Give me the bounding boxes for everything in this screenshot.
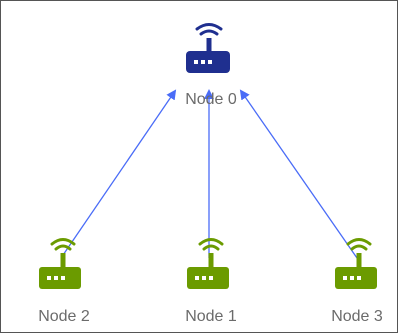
edge-node-3-to-node-0[interactable]: [239, 89, 358, 259]
node-3[interactable]: [329, 233, 389, 293]
router-icon: [39, 238, 81, 289]
node-2[interactable]: [33, 233, 93, 293]
node-1-label: Node 1: [185, 308, 237, 325]
router-icon: [335, 238, 377, 289]
router-icon: [186, 23, 230, 73]
node-0-label: Node 0: [185, 91, 237, 108]
node-0[interactable]: [179, 15, 239, 75]
node-1[interactable]: [181, 233, 241, 293]
edge-node-2-to-node-0[interactable]: [60, 89, 177, 259]
router-icon: [187, 238, 229, 289]
node-2-label: Node 2: [38, 308, 90, 325]
node-3-label: Node 3: [331, 308, 383, 325]
